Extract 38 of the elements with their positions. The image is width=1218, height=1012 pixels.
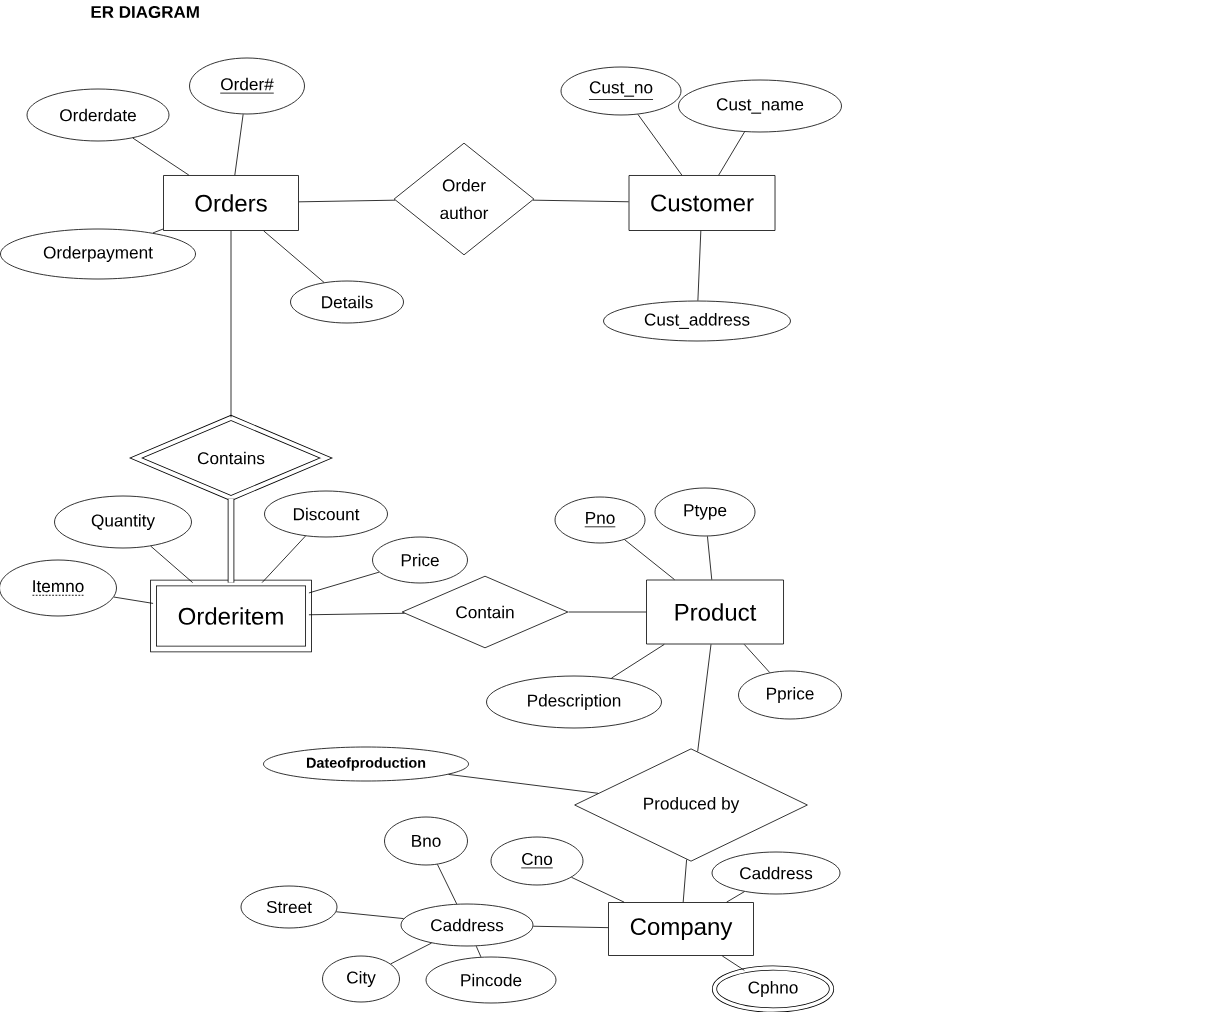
connector-line	[532, 925, 609, 929]
connector-line	[726, 891, 745, 903]
connector-line	[475, 945, 482, 958]
connector-line	[390, 942, 432, 965]
connector-line	[132, 137, 190, 176]
connector-line	[448, 774, 599, 794]
connector-line	[263, 230, 325, 283]
connector-line	[611, 644, 665, 679]
weak-entity-box: Orderitem	[150, 579, 312, 653]
connector-line	[335, 911, 405, 919]
connector-line	[308, 612, 405, 616]
connector-line	[637, 114, 683, 176]
entity-box: Orders	[163, 175, 299, 231]
connector-line	[697, 644, 712, 752]
connector-line	[682, 859, 687, 903]
connector-line	[150, 545, 194, 583]
connector-line	[624, 539, 675, 580]
connector-line	[230, 230, 232, 418]
connector-line	[437, 864, 458, 905]
connector-line	[532, 199, 629, 203]
connector-line	[721, 955, 745, 971]
connector-line	[568, 611, 647, 613]
connector-line	[227, 498, 235, 583]
connector-line	[743, 644, 771, 673]
connector-line	[718, 131, 745, 176]
entity-box: Company	[608, 902, 754, 956]
connector-line	[308, 571, 380, 594]
connector-line	[707, 536, 713, 580]
connector-line	[152, 228, 164, 234]
connector-line	[113, 596, 154, 604]
connector-line	[697, 230, 702, 301]
connector-line	[261, 535, 306, 583]
connector-line	[234, 113, 244, 176]
connector-line	[571, 876, 625, 903]
entity-box: Customer	[628, 175, 776, 231]
connector-line	[298, 199, 396, 203]
entity-box: Product	[646, 579, 784, 645]
title: ER DIAGRAM	[91, 6, 199, 18]
